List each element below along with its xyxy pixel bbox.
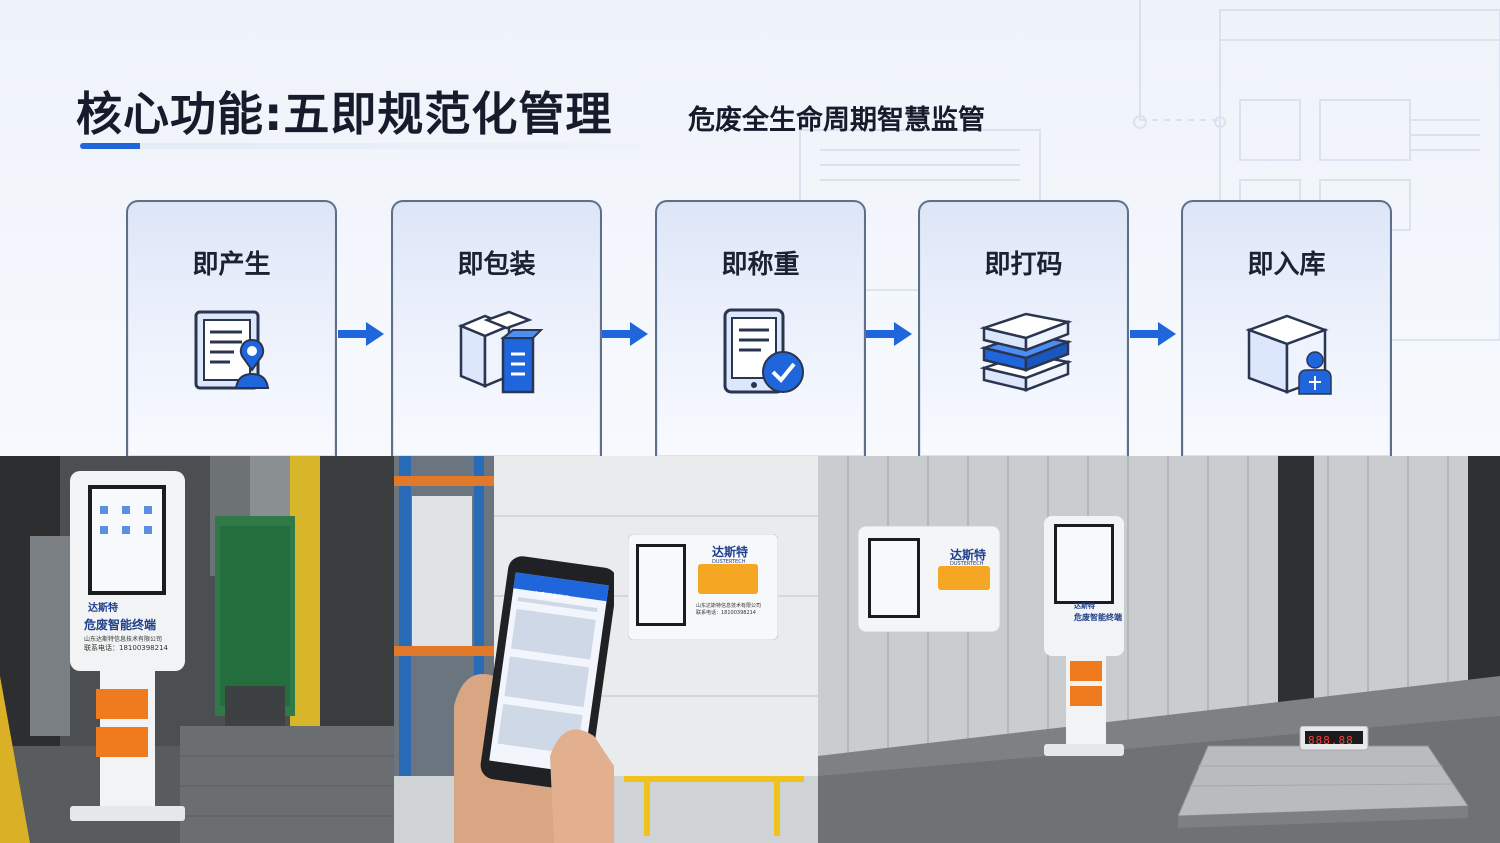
background-wireframe-decoration (799, 0, 1500, 341)
floor-scale (1178, 726, 1468, 828)
step-card-code: 即打码 (918, 200, 1129, 456)
panel-phone: 联系电话：18100398214 (696, 610, 756, 616)
step-label: 即入库 (1247, 250, 1326, 280)
page-subtitle: 危废全生命周期智慧监管 (688, 105, 985, 136)
wall-panel-terminal (858, 526, 1000, 632)
scale-display: 888.88 (1308, 734, 1354, 747)
panel-company: 山东达斯特信息技术有限公司 (696, 603, 762, 609)
title-underline (80, 143, 640, 149)
step-card-package: 即包装 (391, 200, 602, 456)
panel-brand-en: DUSTERTECH (712, 559, 746, 565)
kiosk-company: 山东达斯特信息技术有限公司 (84, 636, 163, 643)
kiosk-terminal (1044, 516, 1124, 756)
kiosk-phone: 联系电话：18100398214 (84, 644, 168, 652)
step-card-weigh: 即称重 (655, 200, 866, 456)
photo-factory-kiosk: 达斯特 危废智能终端 山东达斯特信息技术有限公司 联系电话：1810039821… (0, 456, 394, 843)
kiosk-brand: 达斯特 (88, 603, 118, 614)
step-label: 即产生 (192, 250, 271, 280)
flow-arrow-icon (602, 322, 648, 346)
panel-brand: 达斯特 (950, 548, 987, 562)
wall-panel-terminal (628, 534, 778, 640)
boxes-package-icon (457, 310, 543, 394)
step-card-warehouse: 即入库 (1181, 200, 1392, 456)
flow-arrow-icon (338, 322, 384, 346)
flow-arrow-icon (866, 322, 912, 346)
flow-arrow-icon (1130, 322, 1176, 346)
document-location-icon (194, 310, 269, 390)
photo-handheld-warehouse: 达斯特 DUSTERTECH 山东达斯特信息技术有限公司 联系电话：181003… (394, 456, 818, 843)
panel-brand: 达斯特 (712, 545, 749, 559)
step-label: 即称重 (721, 250, 800, 280)
box-user-icon (1244, 314, 1332, 395)
step-label: 即打码 (984, 250, 1063, 280)
handheld-phone (454, 556, 614, 843)
photo-warehouse-scale: 达斯特 DUSTERTECH 达斯特 危废智能终端 888.88 (818, 456, 1500, 843)
tablet-check-icon (723, 308, 804, 394)
kiosk-brand: 达斯特 (1074, 602, 1095, 610)
kiosk-title: 危废智能终端 (84, 618, 157, 632)
stacked-layers-icon (978, 312, 1073, 392)
panel-brand-en: DUSTERTECH (950, 561, 984, 567)
step-card-produce: 即产生 (126, 200, 337, 456)
page-title: 核心功能:五即规范化管理 (76, 87, 613, 141)
kiosk-title: 危废智能终端 (1074, 613, 1122, 622)
kiosk-terminal (70, 471, 185, 821)
step-label: 即包装 (457, 250, 536, 280)
